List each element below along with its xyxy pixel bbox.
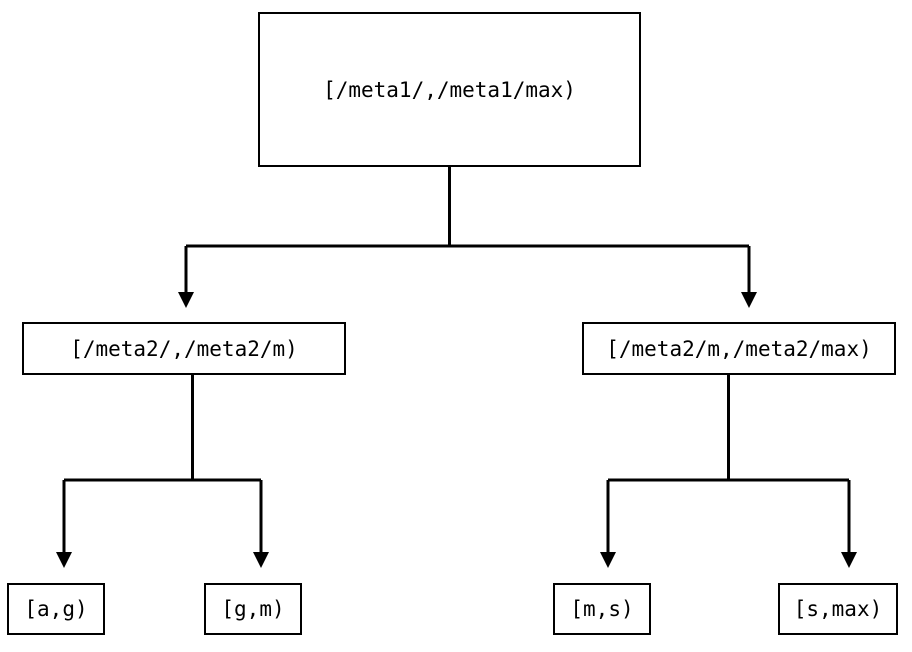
arrowhead-mid-left-to-leaf-2: [253, 552, 269, 568]
tree-node-leaf-4[interactable]: [s,max): [778, 583, 898, 635]
tree-node-leaf-4-label: [s,max): [793, 597, 883, 621]
tree-node-leaf-2-label: [g,m): [221, 597, 285, 621]
tree-node-root[interactable]: [/meta1/,/meta1/max): [258, 12, 641, 167]
arrowhead-mid-right-to-leaf-4: [841, 552, 857, 568]
tree-node-leaf-2[interactable]: [g,m): [204, 583, 302, 635]
arrowhead-mid-left-to-leaf-1: [56, 552, 72, 568]
arrowhead-root-to-mid-left: [178, 292, 194, 308]
tree-node-leaf-1-label: [a,g): [24, 597, 88, 621]
tree-node-leaf-1[interactable]: [a,g): [7, 583, 105, 635]
tree-node-mid-left-label: [/meta2/,/meta2/m): [70, 336, 298, 361]
tree-node-root-label: [/meta1/,/meta1/max): [323, 77, 576, 102]
tree-node-leaf-3-label: [m,s): [570, 597, 634, 621]
tree-node-mid-left[interactable]: [/meta2/,/meta2/m): [22, 322, 346, 375]
arrowhead-root-to-mid-right: [741, 292, 757, 308]
tree-node-leaf-3[interactable]: [m,s): [553, 583, 651, 635]
tree-node-mid-right-label: [/meta2/m,/meta2/max): [606, 336, 872, 361]
tree-node-mid-right[interactable]: [/meta2/m,/meta2/max): [582, 322, 896, 375]
arrowhead-mid-right-to-leaf-3: [600, 552, 616, 568]
